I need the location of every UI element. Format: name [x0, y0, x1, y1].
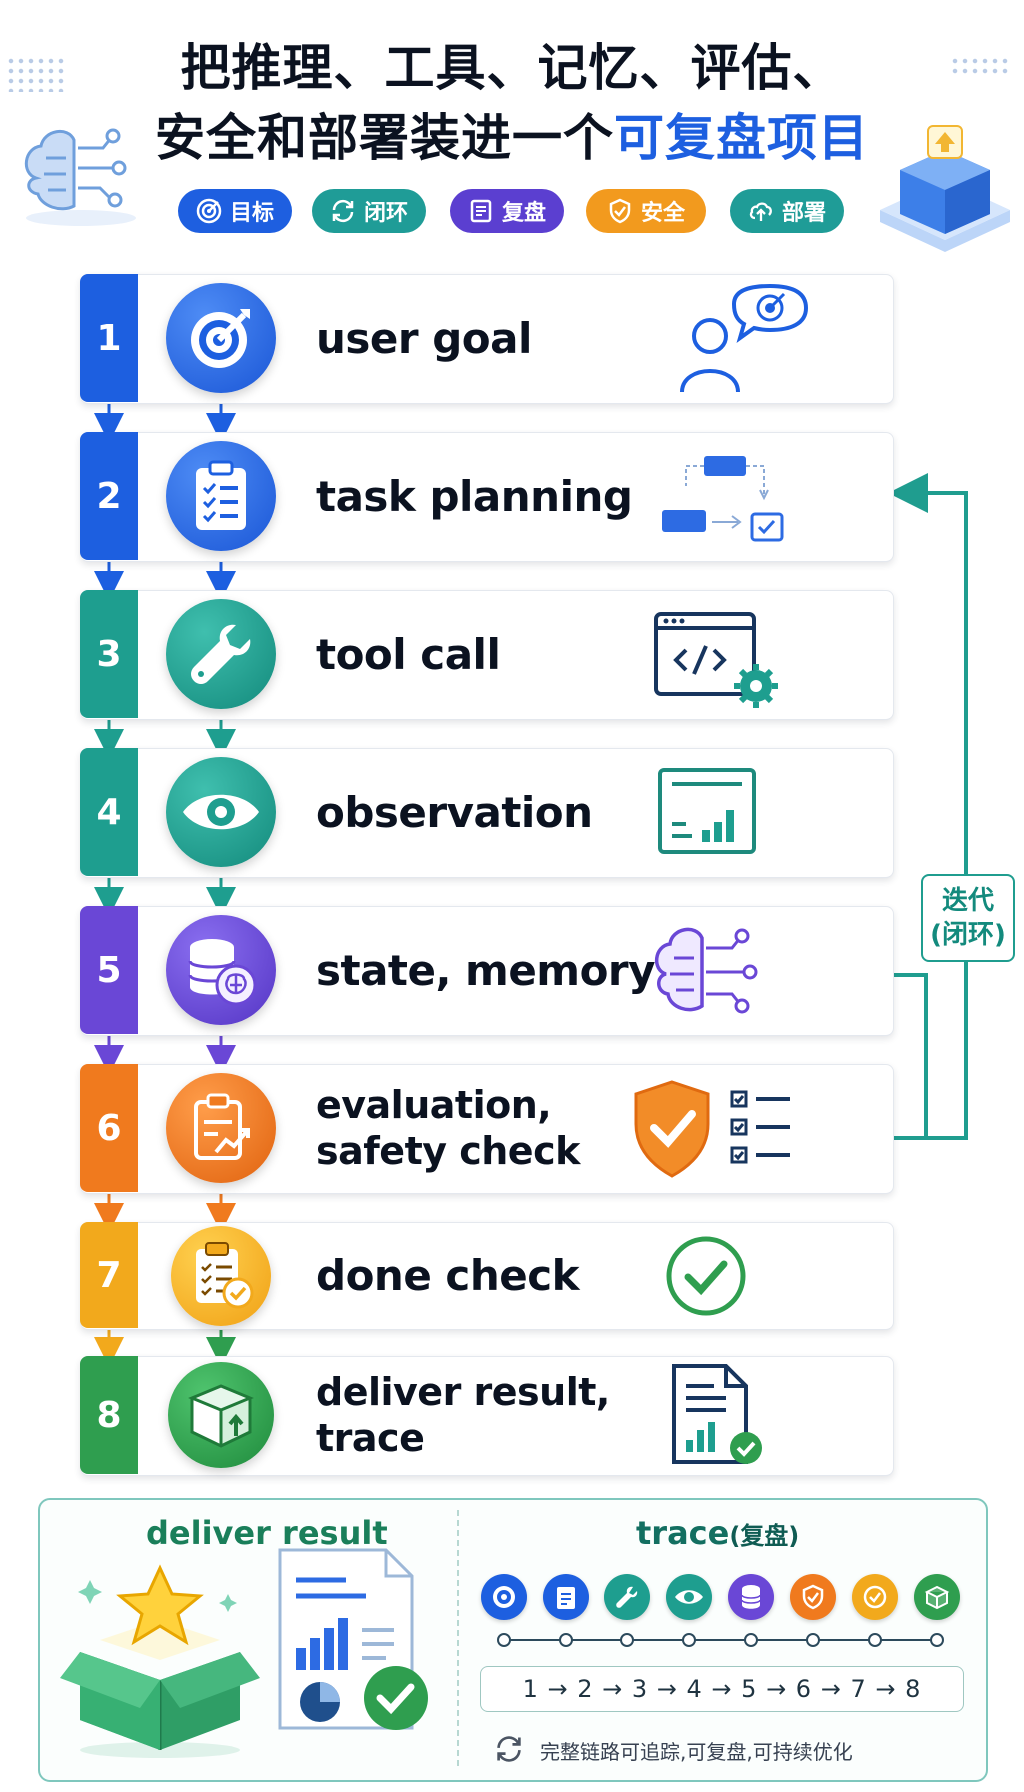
- step-label-8-line-1: deliver result,: [316, 1370, 610, 1414]
- step-number-2: 2: [80, 432, 138, 560]
- step-label-8-line-2: trace: [316, 1416, 425, 1460]
- cycle-icon: [330, 198, 356, 224]
- trace-title-text: trace: [636, 1514, 730, 1552]
- step-label-6: evaluation,safety check: [316, 1064, 676, 1192]
- shield-checklist-icon: [632, 1080, 802, 1180]
- iteration-loop-label: 迭代 (闭环): [921, 874, 1015, 962]
- panel-divider: [457, 1510, 459, 1766]
- title-plain-part: 安全和部署装进一个: [155, 109, 614, 167]
- brain-circuit-decoration-icon: [16, 118, 146, 228]
- check-circle-icon: [664, 1234, 748, 1318]
- cycle-icon: [494, 1734, 524, 1764]
- brain-circuit-icon: [650, 918, 766, 1022]
- title-highlight-part: 可复盘项目: [614, 109, 869, 167]
- step-number-1: 1: [80, 274, 138, 402]
- trace-note: 完整链路可追踪,可复盘,可持续优化: [540, 1740, 853, 1764]
- trace-step-7-check-icon: [852, 1574, 898, 1620]
- tag-label: 闭环: [363, 201, 408, 226]
- page-title-line-2: 安全和部署装进一个可复盘项目: [0, 98, 1024, 170]
- step-number-5: 5: [80, 906, 138, 1034]
- step-number-3: 3: [80, 590, 138, 718]
- trace-step-6-shield-icon: [790, 1574, 836, 1620]
- tag-label: 目标: [229, 201, 274, 226]
- trace-title-suffix: (复盘): [729, 1522, 800, 1550]
- tag-label: 安全: [640, 201, 685, 226]
- report-document-icon: [276, 1546, 436, 1740]
- tag-goal: 目标: [178, 189, 292, 233]
- page-title-line-1: 把推理、工具、记忆、评估、: [180, 39, 844, 97]
- trace-step-5-database-icon: [728, 1574, 774, 1620]
- step-number-6: 6: [80, 1064, 138, 1192]
- step-label-6-line-2: safety check: [316, 1129, 580, 1173]
- dots-decoration-left: [6, 56, 66, 92]
- target-icon: [166, 283, 276, 393]
- step-label-3: tool call: [316, 629, 501, 679]
- database-brain-icon: [166, 915, 276, 1025]
- step-label-1: user goal: [316, 313, 532, 363]
- step-label-7: done check: [316, 1250, 580, 1300]
- tag-safety: 安全: [586, 189, 706, 233]
- loop-label-line-1: 迭代: [941, 886, 994, 916]
- report-check-icon: [670, 1362, 770, 1468]
- step-label-2: task planning: [316, 471, 633, 521]
- tag-review: 复盘: [450, 189, 564, 233]
- flowchart-icon: [660, 452, 790, 548]
- cloud-upload-icon: [748, 198, 774, 224]
- open-box-star-icon: [60, 1560, 260, 1760]
- step-number-4: 4: [80, 748, 138, 876]
- tag-deploy: 部署: [730, 189, 844, 233]
- trace-step-4-eye-icon: [666, 1574, 712, 1620]
- trace-sequence: 1 → 2 → 3 → 4 → 5 → 6 → 7 → 8: [480, 1666, 964, 1712]
- clipboard-trend-icon: [166, 1073, 276, 1183]
- eye-icon: [166, 757, 276, 867]
- trace-step-8-box-icon: [914, 1574, 960, 1620]
- step-label-4: observation: [316, 787, 593, 837]
- loop-label-line-2: (闭环): [930, 920, 1006, 950]
- step-label-5: state, memory: [316, 945, 656, 995]
- trace-step-2-clipboard-icon: [543, 1574, 589, 1620]
- dashboard-chart-icon: [656, 766, 760, 858]
- trace-step-3-wrench-icon: [604, 1574, 650, 1620]
- step-label-8: deliver result,trace: [316, 1356, 676, 1474]
- deliver-result-title: deliver result: [146, 1514, 388, 1552]
- trace-title: trace(复盘): [636, 1514, 799, 1552]
- step-label-6-line-1: evaluation,: [316, 1083, 552, 1127]
- step-number-8: 8: [80, 1356, 138, 1474]
- tag-loop: 闭环: [312, 189, 426, 233]
- user-target-bubble-icon: [674, 283, 814, 396]
- wrench-icon: [166, 599, 276, 709]
- shield-icon: [607, 198, 633, 224]
- clipboard-check-icon: [171, 1226, 271, 1326]
- step-number-7: 7: [80, 1222, 138, 1328]
- deploy-box-decoration-icon: [870, 110, 1020, 270]
- tag-label: 部署: [781, 201, 826, 226]
- document-icon: [468, 198, 494, 224]
- trace-timeline: [497, 1633, 944, 1647]
- box-upload-icon: [168, 1362, 274, 1468]
- tag-label: 复盘: [501, 201, 546, 226]
- code-window-gear-icon: [652, 610, 780, 710]
- clipboard-checklist-icon: [166, 441, 276, 551]
- target-icon: [196, 198, 222, 224]
- trace-step-1-target-icon: [481, 1574, 527, 1620]
- dots-decoration-right: [950, 56, 1010, 78]
